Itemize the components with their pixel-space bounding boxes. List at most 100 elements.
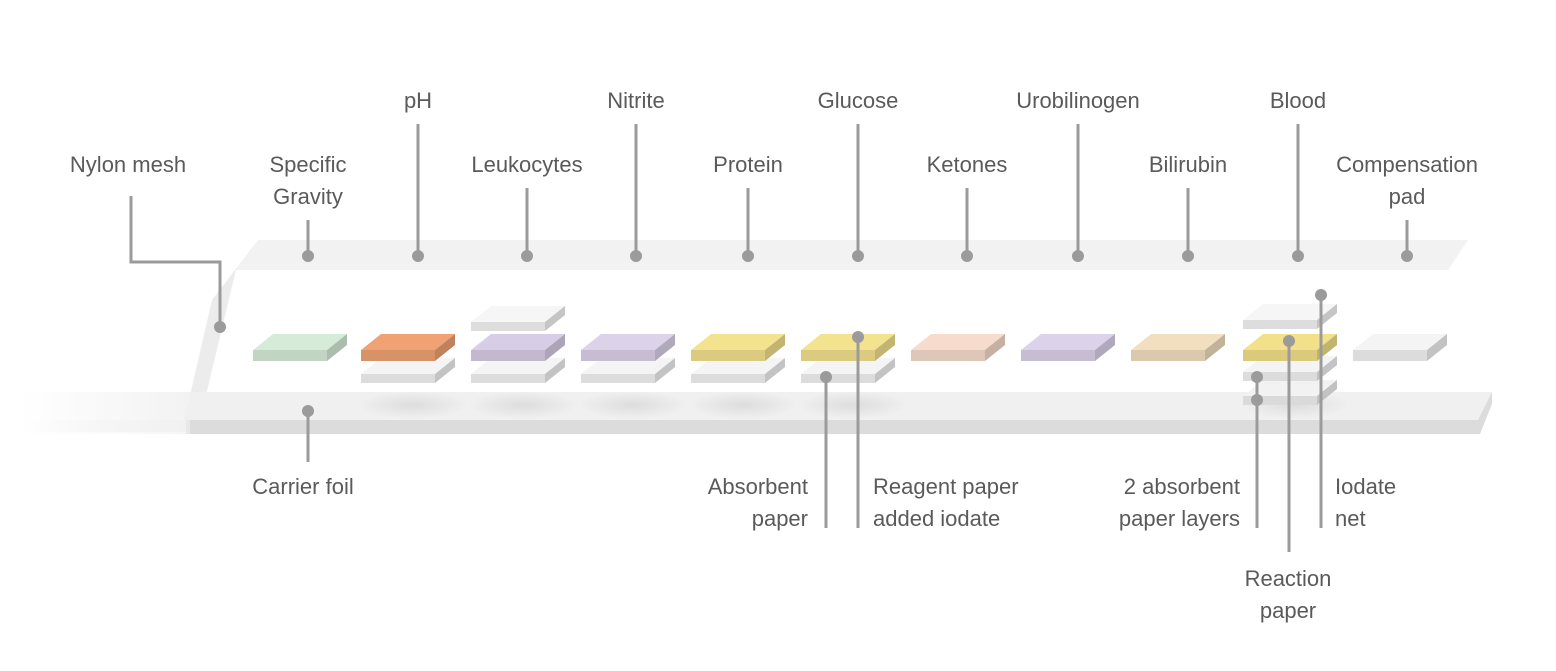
leader-dot [521,250,533,262]
layer-side [875,358,895,383]
leader-lines [129,124,1413,552]
label-line: Protein [713,152,783,177]
leader-dot [820,371,832,383]
layer-top [581,334,675,350]
label-line: Compensation [1336,152,1478,177]
leader-dot [1283,335,1295,347]
layer-top [691,358,785,374]
reagent-paper-added-iodate-leader [852,331,864,528]
paper-layer [361,358,455,383]
paper-layer [691,358,785,383]
layer-top [581,358,675,374]
pad-ph [358,334,468,419]
layer-top [801,334,895,350]
leader-dot [1251,371,1263,383]
label-line: Glucose [818,88,899,113]
layer-top [691,334,785,350]
label-line: paper layers [1119,506,1240,531]
pad-compensation-pad [1353,334,1447,361]
paper-layer [471,306,565,331]
layer-top [253,334,347,350]
layer-side [435,334,455,361]
layer-front [801,350,875,361]
pad-shadow [798,391,908,419]
paper-layer [471,358,565,383]
compensation-pad-leader [1401,220,1413,262]
leukocytes-leader [521,188,533,262]
layer-side [1427,334,1447,361]
layer-side [655,358,675,383]
leader-dot [742,250,754,262]
pad-glucose [798,334,908,419]
reagent-layer [691,334,785,361]
label-line: Iodate [1335,474,1396,499]
reagent-layer [471,334,565,361]
layer-top [1243,304,1337,320]
label-line: Specific [269,152,346,177]
label-line: Nitrite [607,88,664,113]
two-absorbent-paper-layers-label: 2 absorbent paper layers [1119,474,1240,531]
layer-front [471,350,545,361]
leader-dot [412,250,424,262]
label-line: Ketones [927,152,1008,177]
layer-front [471,374,545,383]
pad-protein [688,334,798,419]
paper-layer [801,358,895,383]
label-line: Leukocytes [471,152,582,177]
pad-leukocytes [468,306,578,419]
nitrite-label: Nitrite [607,88,664,113]
reagent-layer [1131,334,1225,361]
layer-front [253,350,327,361]
pad-urobilinogen [1021,334,1115,361]
label-line: added iodate [873,506,1000,531]
label-line: Reagent paper [873,474,1019,499]
layer-front [361,350,435,361]
pad-shadow [578,391,688,419]
iodate-net-leader [1315,289,1327,528]
layer-side [545,334,565,361]
leader-dot [961,250,973,262]
label-line: Carrier foil [252,474,353,499]
ph-label: pH [404,88,432,113]
layer-front [1243,350,1317,361]
layer-top [471,358,565,374]
layer-top [1021,334,1115,350]
ketones-leader [961,188,973,262]
paper-layer [581,358,675,383]
absorbent-paper-leader [820,371,832,528]
label-line: net [1335,506,1366,531]
layer-front [471,322,545,331]
bilirubin-label: Bilirubin [1149,152,1227,177]
layer-side [875,334,895,361]
nylon-mesh-leader [129,196,226,333]
layer-front [1353,350,1427,361]
reagent-layer [911,334,1005,361]
pad-nitrite [578,334,688,419]
layer-side [765,334,785,361]
layer-front [801,374,875,383]
layer-top [361,334,455,350]
layer-front [691,350,765,361]
leader-dot [1072,250,1084,262]
reagent-layer [361,334,455,361]
reagent-layer [1353,334,1447,361]
layer-side [1095,334,1115,361]
leader-line [129,196,222,327]
reagent-paper-added-iodate-label: Reagent paper added iodate [873,474,1019,531]
reagent-pads [253,304,1447,419]
layer-front [1021,350,1095,361]
layer-side [327,334,347,361]
pad-ketones [911,334,1005,361]
nylon-mesh-label: Nylon mesh [70,152,186,177]
label-line: 2 absorbent [1124,474,1240,499]
layer-side [985,334,1005,361]
strip-left-edge-fade [20,420,190,434]
urobilinogen-label: Urobilinogen [1016,88,1140,113]
ph-leader [412,124,424,262]
layer-top [911,334,1005,350]
leader-dot [852,250,864,262]
